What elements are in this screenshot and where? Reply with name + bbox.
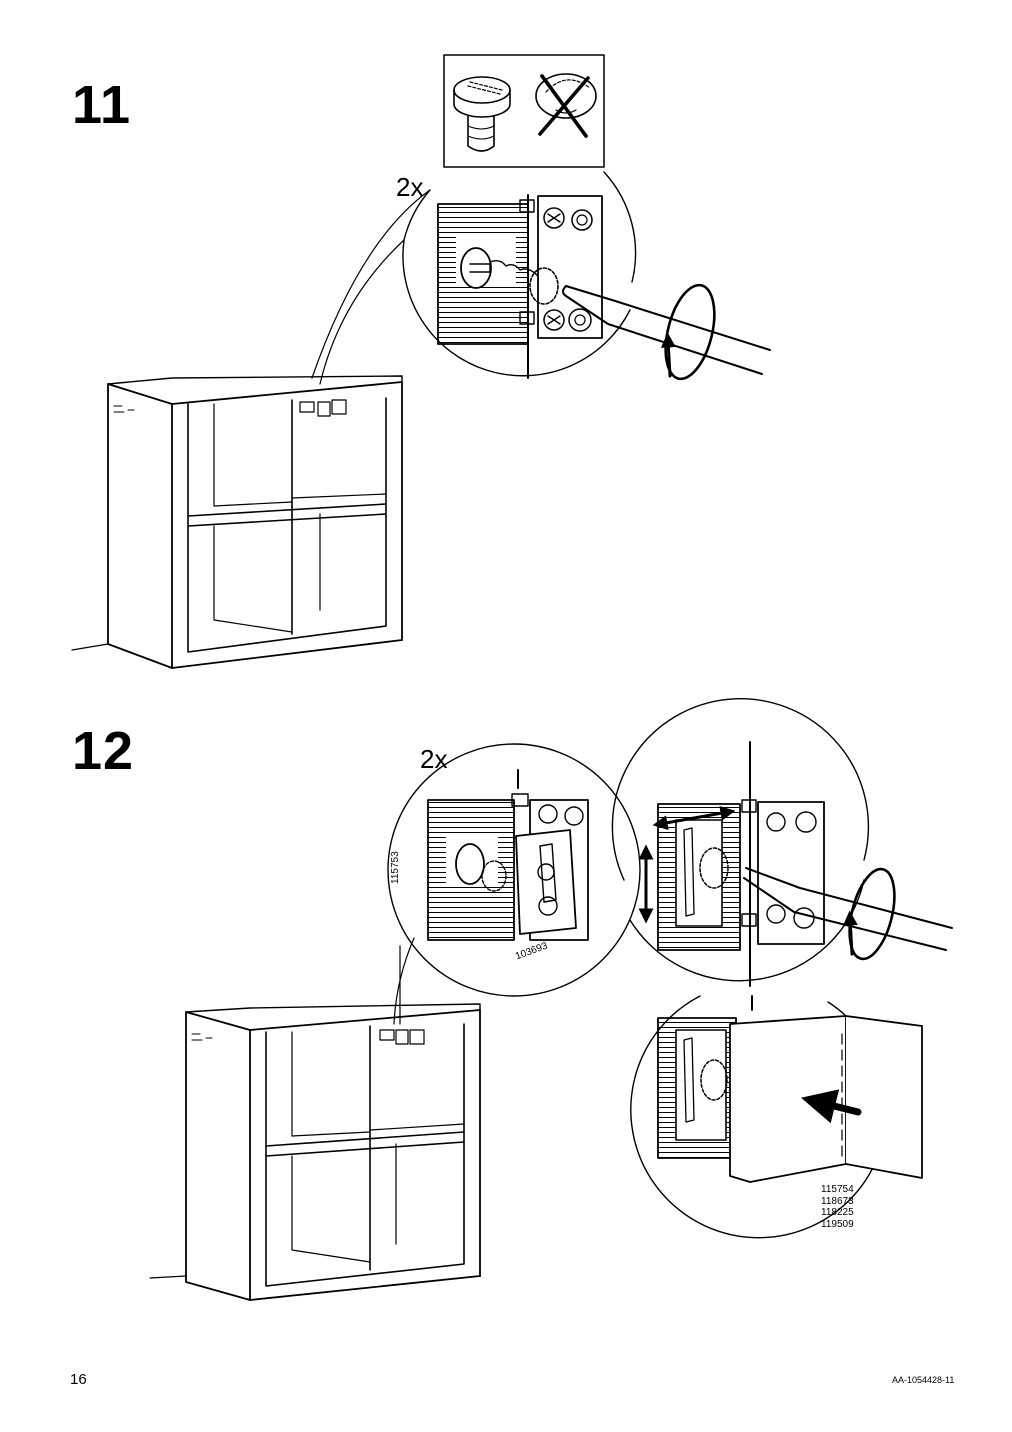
document-code: AA-1054428-11 (892, 1375, 955, 1385)
door-part-number: 118673 (821, 1195, 854, 1207)
adjust-arrows-icon (638, 805, 736, 924)
flat-screw-head-icon (453, 76, 511, 152)
door-part-numbers: 115754 118673 118225 119509 (821, 1184, 854, 1230)
door-part-number: 119509 (821, 1218, 854, 1230)
step-11-quantity: 2x (396, 172, 424, 202)
step-12-quantity: 2x (420, 744, 448, 774)
step-12-number: 12 (72, 721, 135, 781)
step-11-number: 11 (72, 75, 132, 135)
step-12-detail-circle-2 (611, 698, 953, 987)
step-11-cabinet (71, 375, 403, 669)
crossed-out-screw-icon (535, 73, 597, 138)
step-12-cabinet (149, 1003, 481, 1301)
rotate-arrow-icon (660, 283, 716, 381)
rotate-arrow-icon (842, 867, 896, 961)
door-part-number: 118225 (821, 1207, 854, 1218)
step-11-detail-circle (402, 171, 771, 381)
step-12-detail-circle-1 (387, 743, 641, 997)
page-number: 16 (70, 1371, 87, 1388)
door-part-number: 115754 (821, 1184, 854, 1195)
insert-arrow-icon (801, 1089, 862, 1124)
step-12-detail-circle-3 (630, 995, 923, 1239)
screw-info-box (443, 54, 605, 168)
